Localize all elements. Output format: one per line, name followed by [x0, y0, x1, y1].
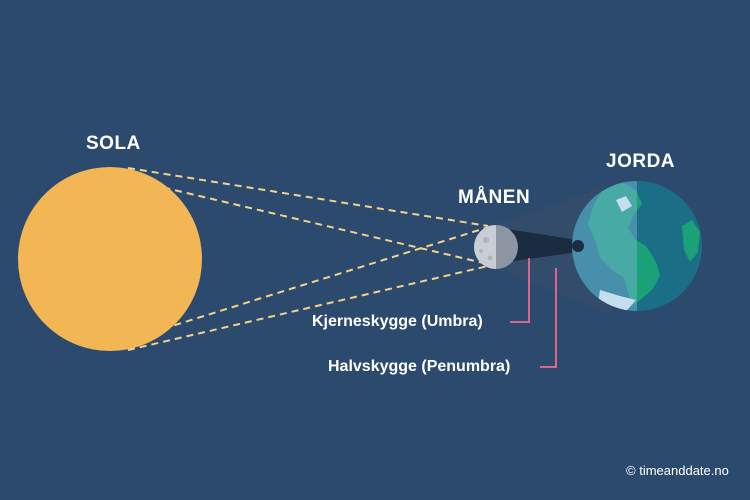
penumbra-label: Halvskygge (Penumbra) — [328, 358, 511, 375]
umbra-pointer — [510, 258, 530, 323]
sun-rays — [127, 167, 493, 351]
penumbra-pointer — [540, 268, 557, 368]
moon — [474, 225, 518, 269]
earth-landmass — [682, 220, 700, 262]
earth-label: JORDA — [606, 151, 676, 172]
sun — [18, 167, 202, 351]
moon-crater — [483, 237, 489, 243]
earth-landmass — [588, 182, 660, 306]
umbra-label: Kjerneskygge (Umbra) — [312, 313, 483, 330]
sun-label: SOLA — [86, 133, 141, 154]
ray-bottom-inner — [139, 225, 493, 337]
credit-text: timeanddate.no — [639, 463, 729, 478]
copyright-credit: © timeanddate.no — [626, 464, 729, 477]
earth-umbra-spot — [572, 240, 584, 252]
moon-label: MÅNEN — [458, 187, 531, 208]
ray-bottom-outer — [127, 265, 489, 351]
moon-crater — [487, 255, 493, 261]
copyright-symbol: © — [626, 463, 636, 478]
earth-ice — [596, 290, 636, 311]
umbra-cone — [500, 228, 578, 263]
earth-ice — [616, 196, 632, 212]
ray-top-inner — [139, 181, 493, 266]
moon-crater — [479, 249, 483, 253]
ray-top-outer — [127, 167, 489, 227]
